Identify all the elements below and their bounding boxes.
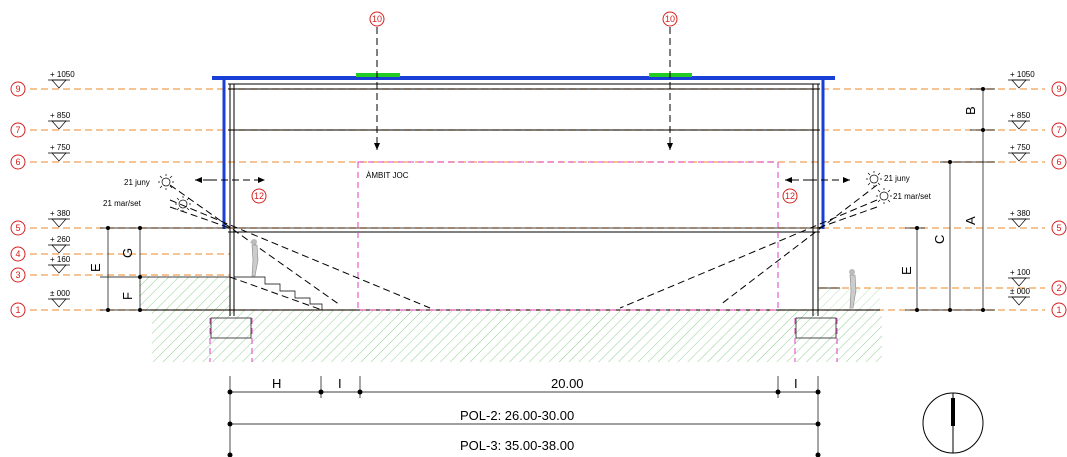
right-level-markers: 9 + 1050 7 + 850 6 + 750 5 + 380 2 + 100…	[1008, 70, 1067, 318]
section-marker-roof-left: 10	[369, 11, 385, 150]
dim-width: 20.00	[551, 376, 584, 391]
dim-E-left: E	[88, 263, 103, 272]
sun-label-equinox-right: 21 mar/set	[893, 192, 932, 201]
dim-F: F	[120, 292, 135, 300]
svg-text:12: 12	[254, 191, 264, 201]
level-marker-right-6: 6 + 750	[1008, 143, 1067, 170]
level-marker-right-5: 5 + 380	[1008, 209, 1067, 236]
svg-text:6: 6	[15, 157, 20, 167]
section-marker-roof-right: 10	[662, 11, 678, 150]
level-marker-right-9: 9 + 1050	[1008, 70, 1067, 97]
left-vertical-dims: E G F	[88, 226, 230, 312]
sun-label-june-right: 21 juny	[884, 174, 910, 183]
dim-A: A	[963, 216, 978, 225]
elevation-label: ± 000	[1010, 287, 1031, 296]
level-marker-left-3: 3 + 160	[10, 255, 71, 283]
left-level-markers: 9 + 1050 7 + 850 6 + 750 5 + 380 4 + 260…	[10, 70, 75, 318]
svg-text:12: 12	[785, 191, 795, 201]
dim-G: G	[120, 248, 135, 258]
dim-B: B	[963, 106, 978, 115]
right-vertical-dims: E C A B	[899, 87, 995, 312]
level-marker-right-7: 7 + 850	[1008, 111, 1067, 138]
level-marker-left-9: 9 + 1050	[10, 70, 75, 97]
dim-I-left: I	[338, 376, 342, 391]
level-marker-left-4: 4 + 260	[10, 235, 71, 262]
level-marker-left-5: 5 + 380	[10, 209, 71, 236]
svg-text:6: 6	[1056, 157, 1061, 167]
svg-text:10: 10	[665, 14, 675, 24]
person-figure-icon	[849, 269, 857, 309]
elevation-label: + 160	[50, 255, 71, 264]
svg-text:5: 5	[15, 223, 20, 233]
stand-left-hatch	[140, 277, 230, 310]
dim-pol3: POL-3: 35.00-38.00	[460, 438, 574, 453]
dim-H: H	[272, 376, 281, 391]
elevation-label: + 380	[50, 209, 71, 218]
ground-hatch	[152, 310, 882, 362]
svg-text:3: 3	[15, 270, 20, 280]
level-marker-left-1: 1 ± 000	[10, 289, 71, 318]
sun-icon	[876, 188, 892, 204]
elevation-label: + 1050	[50, 70, 75, 79]
ambit-label: ÀMBIT JOC	[366, 171, 409, 180]
svg-text:4: 4	[15, 249, 20, 259]
level-marker-left-7: 7 + 850	[10, 111, 71, 138]
level-marker-left-6: 6 + 750	[10, 143, 71, 170]
svg-text:9: 9	[1056, 84, 1061, 94]
svg-text:7: 7	[15, 125, 20, 135]
elevation-label: + 260	[50, 235, 71, 244]
elevation-label: + 380	[1010, 209, 1031, 218]
svg-text:2: 2	[1056, 283, 1061, 293]
north-arrow-icon	[922, 392, 984, 454]
svg-text:1: 1	[1056, 305, 1061, 315]
building-structure	[140, 73, 880, 339]
sun-icon	[175, 196, 191, 212]
section-marker-side-right: 12	[782, 177, 850, 204]
elevation-label: + 750	[1010, 143, 1031, 152]
dim-E-right: E	[899, 266, 914, 275]
section-marker-side-left: 12	[195, 177, 267, 204]
bottom-dims: H I 20.00 I POL-2: 26.00-30.00 POL-3: 35…	[227, 376, 821, 457]
stand-right-hatch	[818, 288, 880, 310]
ambit-joc-box	[357, 161, 779, 311]
level-marker-right-2: 2 + 100	[1008, 268, 1067, 296]
svg-text:9: 9	[15, 84, 20, 94]
svg-text:1: 1	[15, 305, 20, 315]
sun-lines	[169, 184, 878, 309]
level-marker-right-1: 1 ± 000	[1008, 287, 1067, 318]
person-figure-icon	[251, 239, 259, 277]
sun-label-equinox-left: 21 mar/set	[103, 199, 142, 208]
dim-I-right: I	[794, 376, 798, 391]
svg-text:7: 7	[1056, 125, 1061, 135]
elevation-label: ± 000	[50, 289, 71, 298]
sun-label-june-left: 21 juny	[124, 178, 150, 187]
dim-C: C	[932, 235, 947, 244]
elevation-label: + 750	[50, 143, 71, 152]
elevation-label: + 100	[1010, 268, 1031, 277]
dim-pol2: POL-2: 26.00-30.00	[460, 408, 574, 423]
stair-steps	[234, 276, 323, 310]
elevation-label: + 1050	[1010, 70, 1035, 79]
elevation-label: + 850	[50, 111, 71, 120]
elevation-label: + 850	[1010, 111, 1031, 120]
svg-text:10: 10	[372, 14, 382, 24]
sun-icon	[866, 171, 882, 187]
svg-text:5: 5	[1056, 223, 1061, 233]
sun-icon	[158, 174, 174, 190]
